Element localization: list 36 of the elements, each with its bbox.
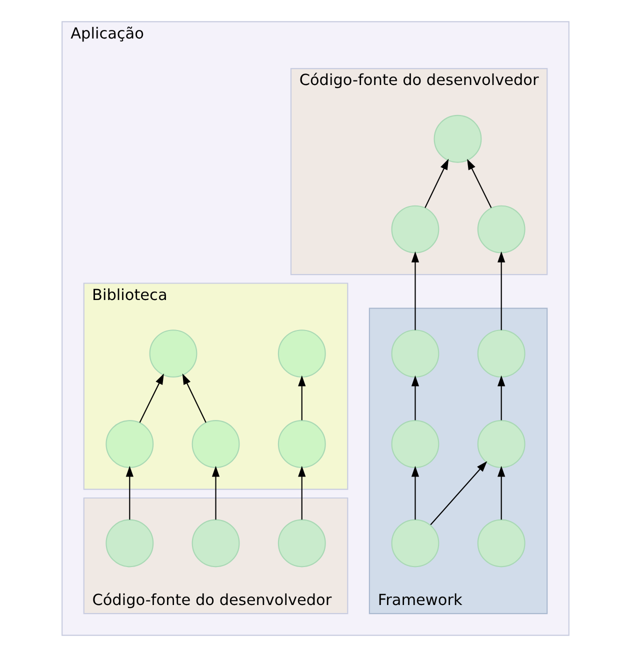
arrow bbox=[410, 375, 419, 420]
node-circle bbox=[476, 519, 525, 568]
arrow bbox=[211, 466, 220, 520]
node-circle bbox=[191, 420, 240, 468]
arrow bbox=[138, 374, 164, 423]
arrow bbox=[497, 375, 505, 420]
node-circle bbox=[148, 330, 197, 378]
arrow bbox=[410, 251, 419, 330]
arrow bbox=[182, 374, 206, 423]
node-circle bbox=[191, 519, 240, 568]
cluster: Biblioteca bbox=[82, 282, 348, 490]
arrow bbox=[424, 158, 448, 208]
node-circle bbox=[105, 420, 154, 468]
node-circle bbox=[476, 330, 525, 378]
node-circle bbox=[277, 420, 326, 468]
arrow bbox=[466, 158, 492, 208]
node-circle bbox=[390, 330, 439, 378]
node-circle bbox=[277, 330, 326, 378]
node-circle bbox=[476, 205, 525, 254]
arrow bbox=[298, 466, 306, 520]
node-circle bbox=[105, 519, 154, 568]
cluster: Código-fonte do desenvolvedor bbox=[82, 497, 348, 614]
node-circle bbox=[390, 420, 439, 468]
node-circle bbox=[390, 519, 439, 568]
node-circle bbox=[476, 420, 525, 468]
arrow bbox=[430, 461, 487, 526]
node-circle bbox=[277, 519, 326, 568]
cluster: Framework bbox=[368, 308, 548, 614]
arrow bbox=[298, 375, 306, 420]
arrow bbox=[497, 466, 505, 520]
node-circle bbox=[390, 205, 439, 254]
arrow bbox=[125, 466, 133, 520]
cluster: Código-fonte do desenvolvedor bbox=[290, 68, 548, 276]
arrow bbox=[497, 251, 505, 330]
node-circle bbox=[433, 114, 482, 163]
arrow bbox=[410, 466, 419, 520]
